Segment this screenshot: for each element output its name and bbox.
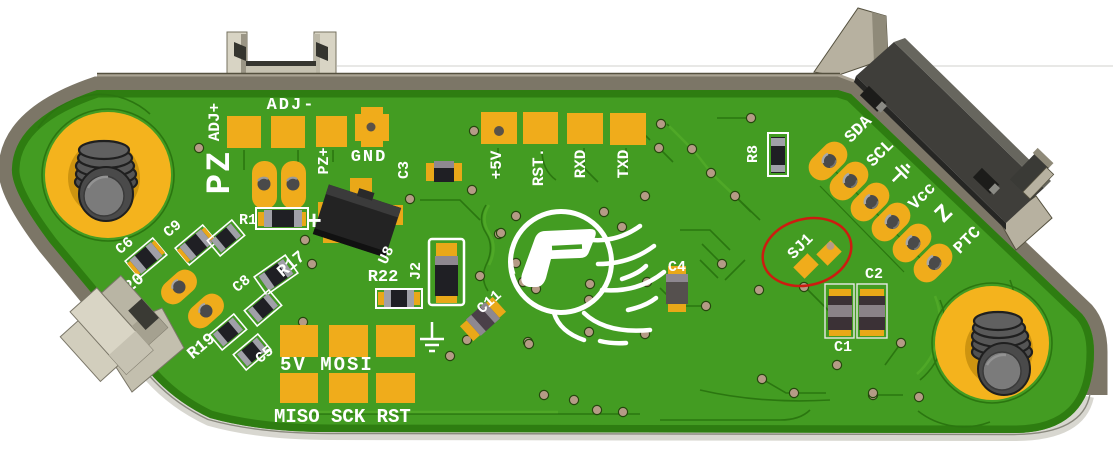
- svg-text:R22: R22: [368, 268, 399, 287]
- svg-text:C4: C4: [668, 259, 686, 276]
- svg-text:GND: GND: [351, 148, 388, 167]
- svg-text:R1: R1: [239, 212, 257, 229]
- svg-text:RXD: RXD: [572, 150, 590, 179]
- svg-text:+: +: [306, 207, 322, 237]
- svg-text:TXD: TXD: [615, 150, 633, 179]
- svg-text:RST.: RST.: [530, 148, 548, 186]
- svg-text:C2: C2: [865, 266, 883, 283]
- svg-text:MISO SCK RST: MISO SCK RST: [274, 406, 411, 428]
- svg-text:+5V: +5V: [488, 150, 506, 179]
- svg-text:PZ+: PZ+: [316, 147, 333, 174]
- svg-text:J2: J2: [408, 262, 425, 280]
- svg-text:PZ: PZ: [202, 150, 240, 195]
- svg-text:C1: C1: [834, 339, 852, 356]
- svg-text:ADJ+: ADJ+: [206, 103, 224, 141]
- svg-text:5V MOSI: 5V MOSI: [280, 354, 374, 376]
- svg-text:R8: R8: [745, 145, 762, 163]
- svg-text:U8: U8: [375, 244, 398, 268]
- svg-text:C3: C3: [396, 161, 413, 179]
- svg-text:ADJ-: ADJ-: [267, 96, 316, 115]
